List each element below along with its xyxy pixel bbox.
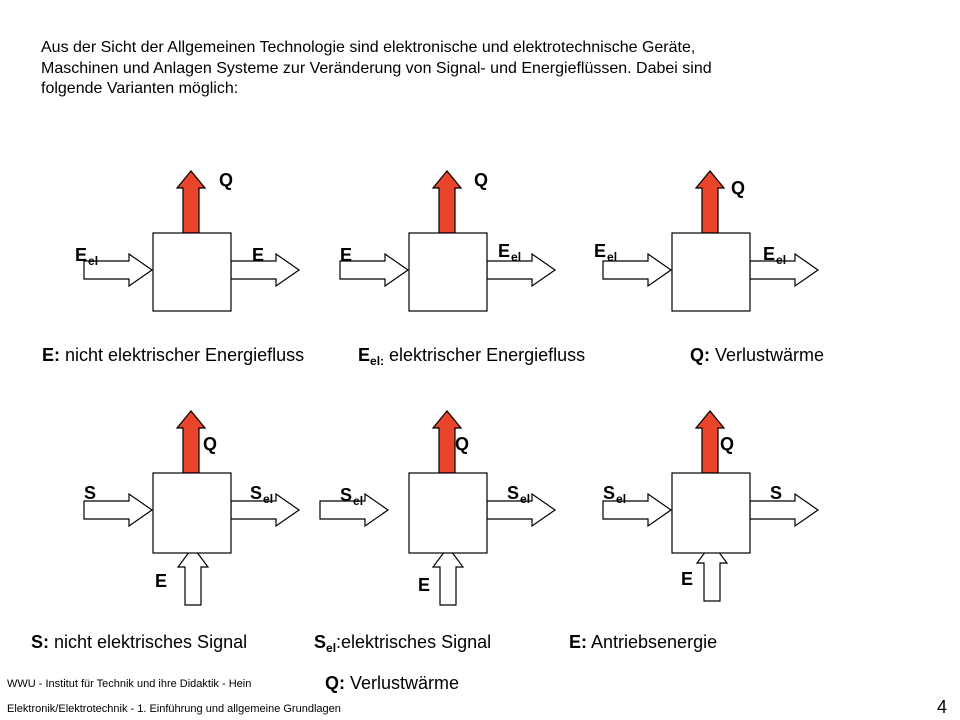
system-1: Q Eel E [75, 170, 300, 312]
input-label-4: S [84, 483, 96, 503]
output-label-3: Eel [763, 244, 786, 267]
legend-e: E: nicht elektrischer Energiefluss [42, 345, 305, 365]
energy-arrow-4 [177, 546, 209, 606]
q-label-3: Q [731, 178, 745, 198]
energy-arrow-5 [432, 546, 464, 606]
system-3: Q Eel Eel [594, 170, 819, 312]
legend-sel: Sel:elektrisches Signal [314, 632, 492, 655]
output-label-5: Sel [507, 483, 530, 506]
system-box-3 [671, 232, 751, 312]
legend-eel: Eel: elektrischer Energiefluss [358, 345, 586, 368]
output-arrow-6 [749, 493, 819, 527]
footer-course: Elektronik/Elektrotechnik - 1. Einführun… [7, 703, 341, 715]
heat-arrow-1 [176, 170, 206, 234]
input-label-2: E [340, 245, 352, 265]
legend-e-drive: E: Antriebsenergie [569, 632, 718, 652]
output-arrow-1 [230, 253, 300, 287]
system-4: Q S Sel E [83, 410, 300, 606]
input-label-3: Eel [594, 241, 617, 264]
footer-institute: WWU - Institut für Technik und ihre Dida… [7, 678, 252, 690]
legend-q: Q: Verlustwärme [690, 345, 825, 365]
heat-arrow-2 [432, 170, 462, 234]
input-label-1: Eel [75, 245, 98, 268]
output-label-4: Sel [250, 483, 273, 506]
intro-line-3: folgende Varianten möglich: [41, 80, 239, 97]
system-5: Q Sel Sel E [319, 410, 556, 606]
q-label-1: Q [219, 170, 233, 190]
legend-s: S: nicht elektrisches Signal [31, 632, 248, 652]
intro-line-2: Maschinen und Anlagen Systeme zur Veränd… [41, 59, 712, 77]
q-label-5: Q [455, 434, 469, 454]
system-box-2 [408, 232, 488, 312]
system-2: Q E Eel [339, 170, 556, 312]
output-label-6: S [770, 483, 782, 503]
output-label-1: E [252, 245, 264, 265]
q-label-6: Q [720, 434, 734, 454]
q-label-2: Q [474, 170, 488, 190]
energy-label-5: E [418, 575, 430, 595]
system-box-5 [408, 472, 488, 554]
intro-line-1: Aus der Sicht der Allgemeinen Technologi… [41, 39, 696, 56]
legend-q-2: Q: Verlustwärme [325, 673, 460, 693]
intro-text: Aus der Sicht der Allgemeinen Technologi… [41, 38, 841, 100]
heat-arrow-3 [695, 170, 725, 234]
energy-label-4: E [155, 571, 167, 591]
q-label-4: Q [203, 434, 217, 454]
output-label-2: Eel [498, 241, 521, 264]
heat-arrow-4 [176, 410, 206, 474]
system-6: Q Sel S E [602, 410, 819, 602]
page-number: 4 [937, 697, 948, 717]
input-label-5: Sel [340, 485, 363, 508]
system-box-6 [671, 472, 751, 554]
energy-label-6: E [681, 569, 693, 589]
system-box-4 [152, 472, 232, 554]
system-box-1 [152, 232, 232, 312]
input-label-6: Sel [603, 483, 626, 506]
